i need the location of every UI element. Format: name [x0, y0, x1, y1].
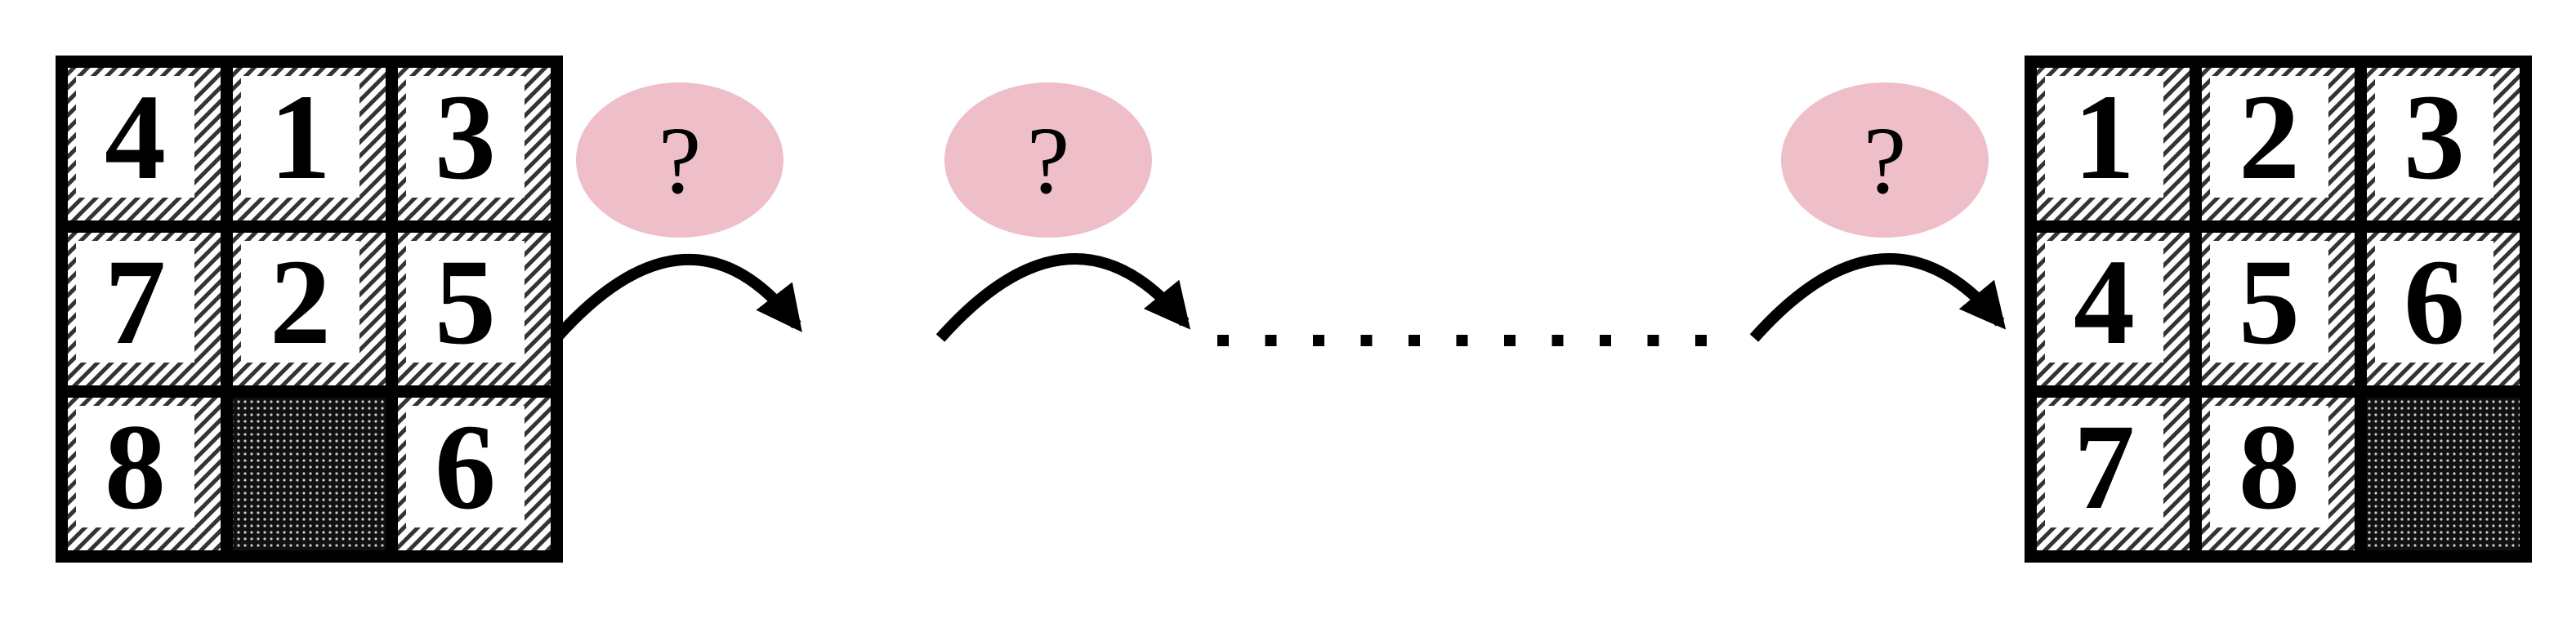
arrow-3	[1749, 253, 2007, 342]
tile-8: 8	[68, 398, 221, 550]
tile-number: 7	[105, 234, 166, 370]
tile-number: 8	[2239, 399, 2300, 535]
tile-4: 4	[2037, 233, 2190, 385]
tile-number: 7	[2074, 399, 2135, 535]
ellipsis-dot	[1313, 335, 1324, 346]
tile-number: 5	[435, 234, 496, 370]
tile-2: 2	[233, 233, 386, 385]
unknown-move-label: ?	[1864, 107, 1906, 214]
tile-number: 1	[2074, 69, 2135, 205]
unknown-move-label: ?	[659, 107, 701, 214]
ellipsis-dot	[1409, 335, 1420, 346]
tile-5: 5	[2202, 233, 2355, 385]
tile-8: 8	[2202, 398, 2355, 550]
ellipsis-dot	[1551, 335, 1564, 346]
move-bubble-3: ?	[1781, 82, 1989, 238]
arrow-2	[935, 253, 1191, 342]
tile-1: 1	[233, 68, 386, 220]
tile-number: 1	[270, 69, 331, 205]
tile-3: 3	[398, 68, 551, 220]
tile-7: 7	[68, 233, 221, 385]
blank-tile	[2367, 398, 2520, 550]
tile-number: 5	[2239, 234, 2300, 370]
ellipsis-dot	[1647, 335, 1659, 346]
move-bubble-1: ?	[576, 82, 784, 238]
tile-number: 4	[2074, 234, 2135, 370]
unknown-move-label: ?	[1027, 107, 1069, 214]
tile-1: 1	[2037, 68, 2190, 220]
ellipsis-dot	[1695, 335, 1707, 346]
tile-7: 7	[2037, 398, 2190, 550]
tile-6: 6	[398, 398, 551, 550]
ellipsis-dot	[1456, 335, 1468, 346]
tile-2: 2	[2202, 68, 2355, 220]
ellipsis-dot	[1600, 335, 1611, 346]
tile-number: 6	[435, 399, 496, 535]
tile-number: 8	[105, 399, 166, 535]
tile-number: 2	[2239, 69, 2300, 205]
ellipsis-dot	[1217, 335, 1229, 346]
tile-4: 4	[68, 68, 221, 220]
tile-number: 3	[435, 69, 496, 205]
arrow-1	[551, 253, 802, 342]
blank-tile	[233, 398, 386, 550]
tile-5: 5	[398, 233, 551, 385]
ellipsis-dot	[1504, 335, 1516, 346]
tile-number: 2	[270, 234, 331, 370]
tile-6: 6	[2367, 233, 2520, 385]
ellipsis-dot	[1265, 335, 1277, 346]
ellipsis-dots	[1217, 335, 1707, 346]
ellipsis-dot	[1360, 335, 1373, 346]
tile-number: 6	[2404, 234, 2465, 370]
tile-3: 3	[2367, 68, 2520, 220]
tile-number: 3	[2404, 69, 2465, 205]
tile-number: 4	[105, 69, 166, 205]
move-bubble-2: ?	[944, 82, 1152, 238]
